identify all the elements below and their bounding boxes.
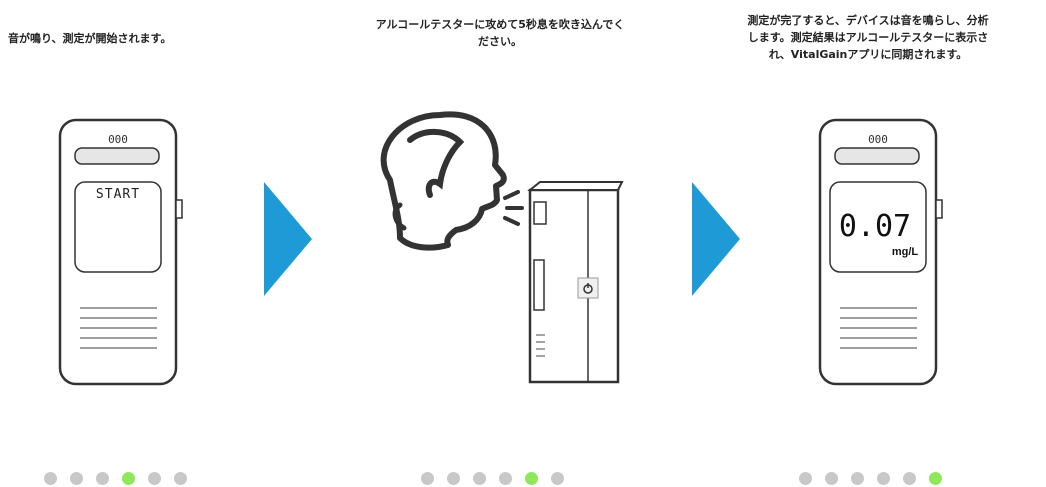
page-dot[interactable] xyxy=(96,472,109,485)
next-step-arrow-icon xyxy=(692,182,740,296)
page-dot[interactable] xyxy=(877,472,890,485)
page-dot[interactable] xyxy=(70,472,83,485)
page-dot[interactable] xyxy=(825,472,838,485)
page-dot[interactable] xyxy=(174,472,187,485)
person-blowing-illustration xyxy=(380,111,624,384)
screen-start-text: START xyxy=(96,187,140,202)
device-code-label: 000 xyxy=(108,133,128,146)
page-dot[interactable] xyxy=(551,472,564,485)
step-1-caption: 音が鳴り、測定が開始されます。 xyxy=(8,32,172,45)
page-dot[interactable] xyxy=(799,472,812,485)
page-dot-active[interactable] xyxy=(122,472,135,485)
reading-unit: mg/L xyxy=(892,246,919,258)
step-panel-1: 音が鳴り、測定が開始されます。 000 START xyxy=(0,0,260,487)
device-code-label: 000 xyxy=(868,133,888,146)
step-panel-2: アルコールテスターに攻めて5秒息を吹き込んでく ださい。 xyxy=(320,0,680,487)
page-dot[interactable] xyxy=(447,472,460,485)
page-dot-active[interactable] xyxy=(929,472,942,485)
reading-value: 0.07 xyxy=(839,209,911,244)
page-dot[interactable] xyxy=(148,472,161,485)
page-dot[interactable] xyxy=(851,472,864,485)
page-dot[interactable] xyxy=(473,472,486,485)
step-panel-3: 測定が完了すると、デバイスは音を鳴らし、分析 します。測定結果はアルコールテスタ… xyxy=(690,0,1046,487)
next-step-arrow-icon xyxy=(264,182,312,296)
breathalyzer-start-illustration: 000 START xyxy=(58,118,183,386)
pagination-dots-3 xyxy=(799,472,942,485)
page-dot[interactable] xyxy=(499,472,512,485)
pagination-dots-1 xyxy=(44,472,187,485)
page-dot[interactable] xyxy=(421,472,434,485)
step-2-caption: アルコールテスターに攻めて5秒息を吹き込んでく ださい。 xyxy=(375,18,625,48)
pagination-dots-2 xyxy=(421,472,564,485)
breathalyzer-result-illustration: 000 0.07 mg/L xyxy=(818,118,943,386)
step-3-caption: 測定が完了すると、デバイスは音を鳴らし、分析 します。測定結果はアルコールテスタ… xyxy=(747,14,989,61)
page-dot[interactable] xyxy=(903,472,916,485)
page-dot-active[interactable] xyxy=(525,472,538,485)
page-dot[interactable] xyxy=(44,472,57,485)
